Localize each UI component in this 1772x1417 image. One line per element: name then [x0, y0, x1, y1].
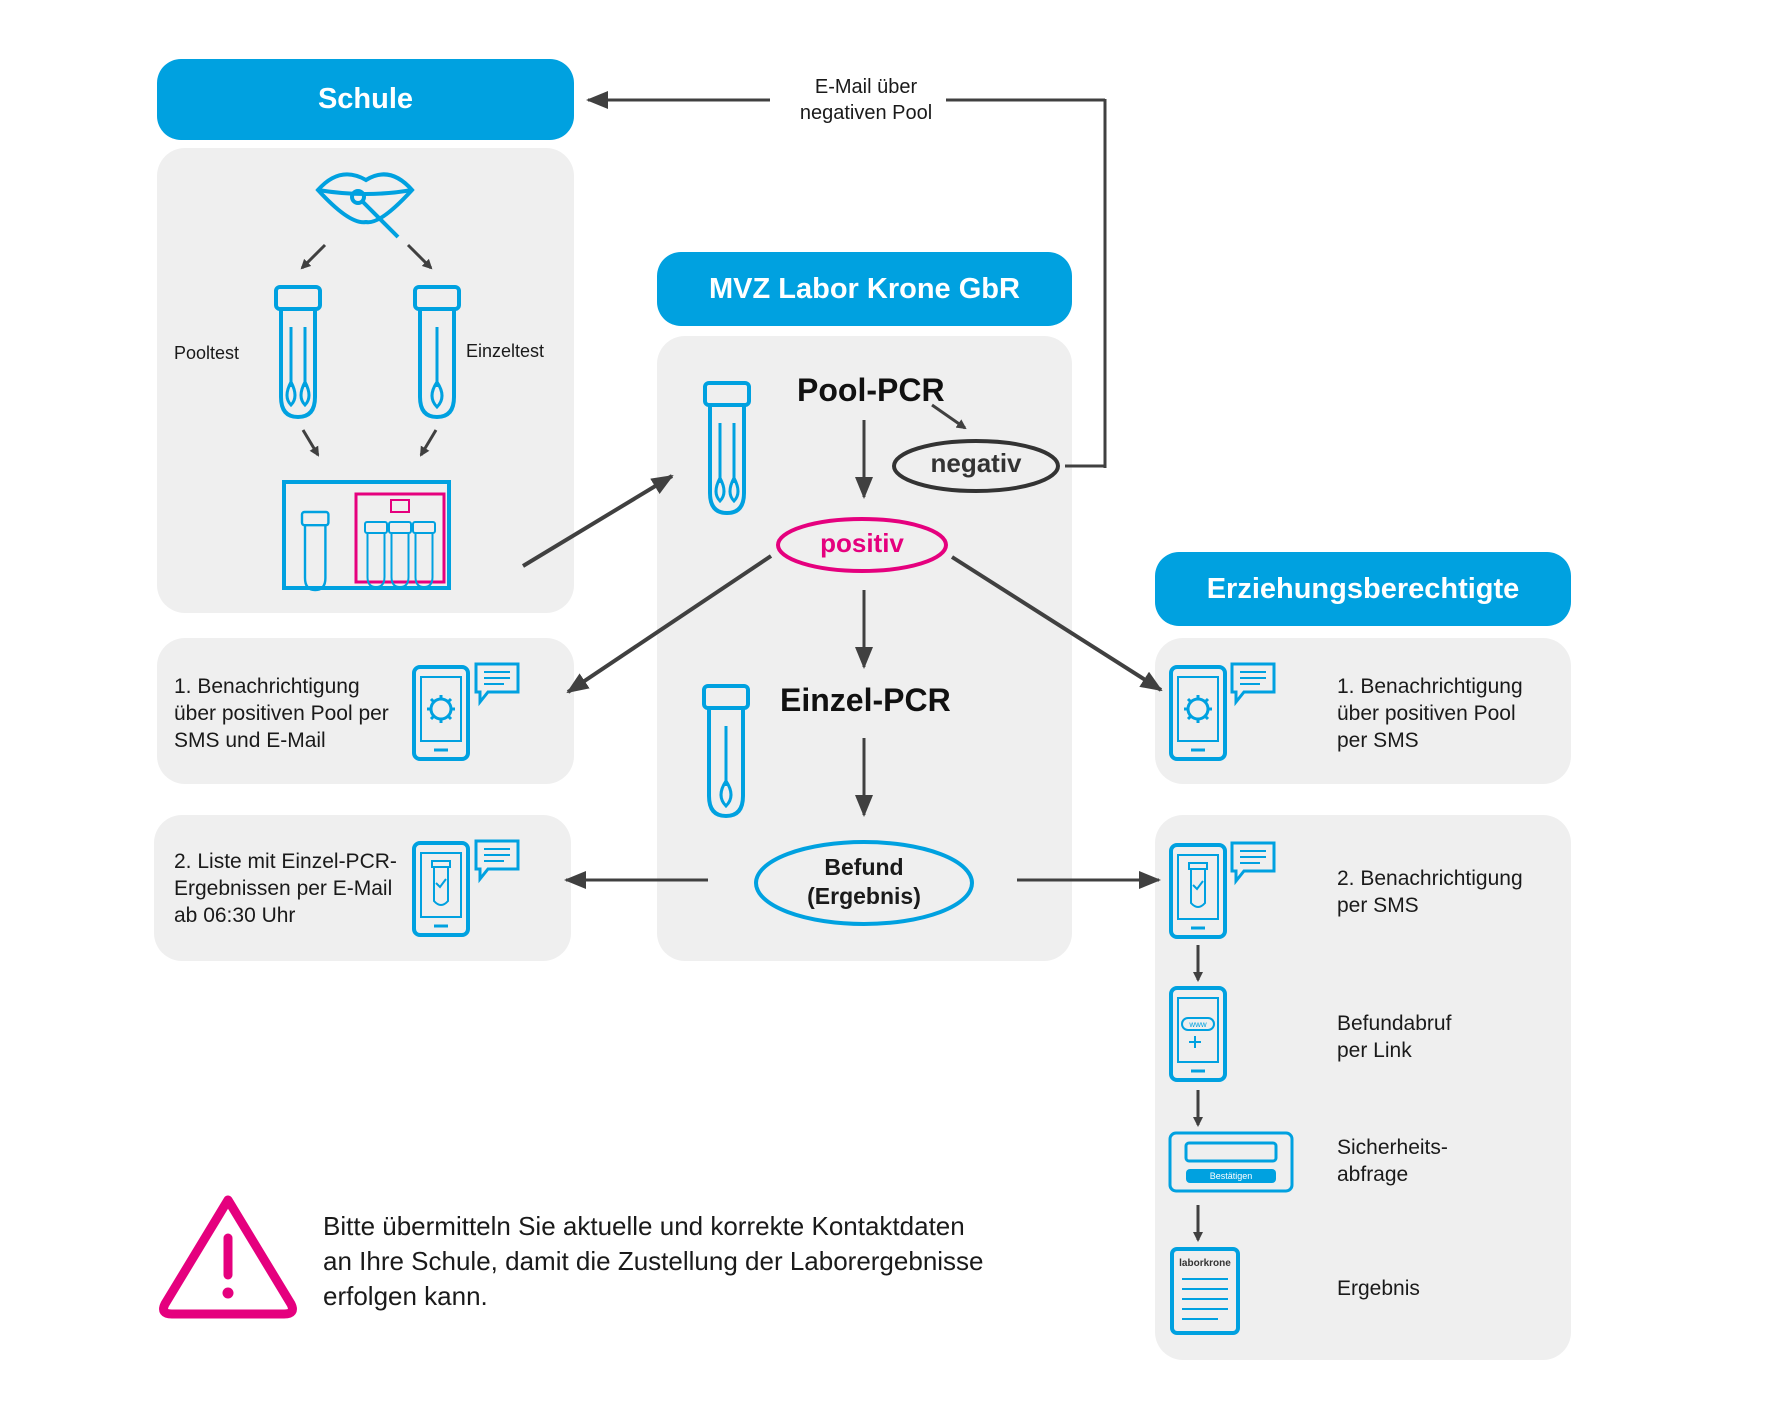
- test-tube-icon: [413, 285, 461, 419]
- chat-bubble-icon: [1230, 841, 1276, 886]
- schule-notify-1-panel: [157, 638, 574, 784]
- befund-line1: Befund: [824, 854, 904, 880]
- schule-notify-1-line2: über positiven Pool per: [174, 702, 389, 725]
- pool-box-icon: [282, 480, 451, 592]
- befundabruf-text: Befundabruf per Link: [1337, 1010, 1451, 1064]
- eltern-notify-1-text: 1. Benachrichtigung über positiven Pool …: [1337, 673, 1523, 754]
- schule-notify-1-text: 1. Benachrichtigung über positiven Pool …: [174, 673, 389, 754]
- chat-bubble-icon: [474, 662, 520, 707]
- sicherheit-line1: Sicherheits-: [1337, 1136, 1448, 1159]
- confirm-dialog-icon: Bestätigen: [1168, 1131, 1294, 1193]
- eltern-notify-2-text: 2. Benachrichtigung per SMS: [1337, 865, 1523, 919]
- einzeltest-label: Einzeltest: [466, 341, 545, 361]
- schule-notify-2-text: 2. Liste mit Einzel-PCR- Ergebnissen per…: [174, 848, 397, 929]
- chat-bubble-icon: [474, 839, 520, 884]
- warning-line1: Bitte übermitteln Sie aktuelle und korre…: [323, 1211, 965, 1241]
- warning-text: Bitte übermitteln Sie aktuelle und korre…: [323, 1209, 984, 1314]
- schule-notify-2-line2: Ergebnissen per E-Mail: [174, 877, 393, 900]
- befundabruf-line2: per Link: [1337, 1039, 1412, 1062]
- warning-icon: [159, 1195, 297, 1319]
- eltern-notify-2-line2: per SMS: [1337, 894, 1419, 917]
- eltern-notify-1-line3: per SMS: [1337, 729, 1419, 752]
- labor-header: MVZ Labor Krone GbR: [657, 252, 1072, 326]
- schule-notify-1-line1: 1. Benachrichtigung: [174, 675, 360, 698]
- befund-label: Befund (Ergebnis): [780, 853, 948, 911]
- email-negative-connector: [586, 91, 1107, 468]
- email-negative-line2: negativen Pool: [799, 102, 933, 124]
- bestaetigen-label: Bestätigen: [1210, 1171, 1253, 1181]
- email-negative-label: E-Mail über negativen Pool: [766, 74, 966, 126]
- test-tube-icon: [702, 684, 750, 818]
- laborkrone-logo: laborkrone: [1179, 1258, 1231, 1269]
- eltern-header: Erziehungsberechtigte: [1155, 552, 1571, 626]
- einzel-pcr-label: Einzel-PCR: [780, 682, 951, 718]
- sicherheit-line2: abfrage: [1337, 1163, 1409, 1186]
- negativ-label: negativ: [930, 448, 1022, 478]
- befundabruf-line1: Befundabruf: [1337, 1012, 1452, 1035]
- positiv-ellipse: [776, 517, 948, 573]
- smartphone-tube-icon: [412, 841, 470, 937]
- pooltest-label: Pooltest: [174, 343, 240, 363]
- warning-line3: erfolgen kann.: [323, 1281, 488, 1311]
- schule-notify-1-line3: SMS und E-Mail: [174, 729, 326, 752]
- smartphone-virus-icon: [412, 665, 470, 761]
- smartphone-tube-icon: [1169, 843, 1227, 939]
- email-negative-line1: E-Mail über: [814, 76, 918, 98]
- schule-notify-2-panel: [154, 815, 571, 961]
- eltern-notify-1-line1: 1. Benachrichtigung: [1337, 675, 1523, 698]
- test-tube-icon: [703, 381, 751, 515]
- eltern-notify-1-line2: über positiven Pool: [1337, 702, 1516, 725]
- clipboard-icon: laborkrone: [1170, 1247, 1240, 1335]
- befund-ellipse: [754, 840, 974, 926]
- schule-header: Schule: [157, 59, 574, 140]
- schule-panel: [157, 148, 574, 613]
- chat-bubble-icon: [1230, 662, 1276, 707]
- smartphone-www-icon: www: [1169, 986, 1227, 1082]
- ergebnis-text: Ergebnis: [1337, 1277, 1420, 1300]
- eltern-notify-2-line1: 2. Benachrichtigung: [1337, 867, 1523, 890]
- test-tube-icon: [274, 285, 322, 419]
- pool-pcr-label: Pool-PCR: [797, 372, 945, 408]
- sicherheit-text: Sicherheits- abfrage: [1337, 1134, 1448, 1188]
- www-label: www: [1188, 1020, 1207, 1029]
- befund-line2: (Ergebnis): [807, 883, 921, 909]
- negativ-ellipse: [892, 439, 1060, 493]
- schule-notify-2-line3: ab 06:30 Uhr: [174, 904, 296, 927]
- smartphone-virus-icon: [1169, 665, 1227, 761]
- lips-swab-icon: [315, 172, 415, 239]
- warning-line2: an Ihre Schule, damit die Zustellung der…: [323, 1246, 984, 1276]
- positiv-label: positiv: [820, 528, 904, 558]
- schule-notify-2-line1: 2. Liste mit Einzel-PCR-: [174, 850, 397, 873]
